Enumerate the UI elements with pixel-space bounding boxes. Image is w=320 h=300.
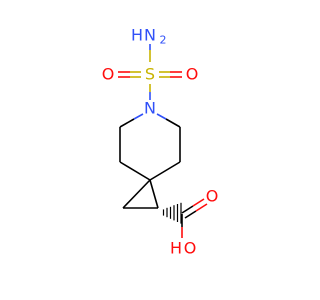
chemical-structure: N H 2 S O O N O O H (102, 26, 219, 258)
carbonyl-o-label: O (206, 187, 219, 206)
bond-cp-spiro-left (122, 179, 151, 209)
amine-h-subscript: 2 (160, 34, 167, 47)
bond-c-o-carbonyl-a-o (192, 198, 205, 207)
bond-c-o-carbonyl-b-o (195, 203, 208, 212)
hydroxyl-o-label: O (184, 239, 197, 258)
amine-n-label: N (144, 26, 156, 45)
bond-n-c-left-n-half (133, 113, 144, 120)
bond-n-c-left-c-half (119, 118, 135, 128)
sulfonyl-o-left-label: O (102, 65, 115, 84)
bond-ring-right-lower (149, 161, 181, 181)
bond-cp-spiro-right (149, 179, 159, 209)
bond-n-c-right-c-half (165, 118, 181, 128)
amine-h-label: H (131, 26, 143, 45)
hydroxyl-h-label: H (170, 239, 182, 258)
bond-c-o-carbonyl-a-c (181, 205, 194, 214)
ring-nitrogen-label: N (144, 99, 156, 118)
sulfonyl-o-right-label: O (186, 65, 199, 84)
sulfur-label: S (145, 65, 155, 84)
bonds (118, 44, 208, 238)
bond-n-c-right-n-half (156, 113, 167, 120)
bond-c-o-carbonyl-b-c (184, 210, 197, 219)
atom-labels: N H 2 S O O N O O H (102, 26, 219, 258)
hashed-wedge-bond (162, 202, 182, 224)
bond-ring-left-lower (119, 161, 151, 181)
